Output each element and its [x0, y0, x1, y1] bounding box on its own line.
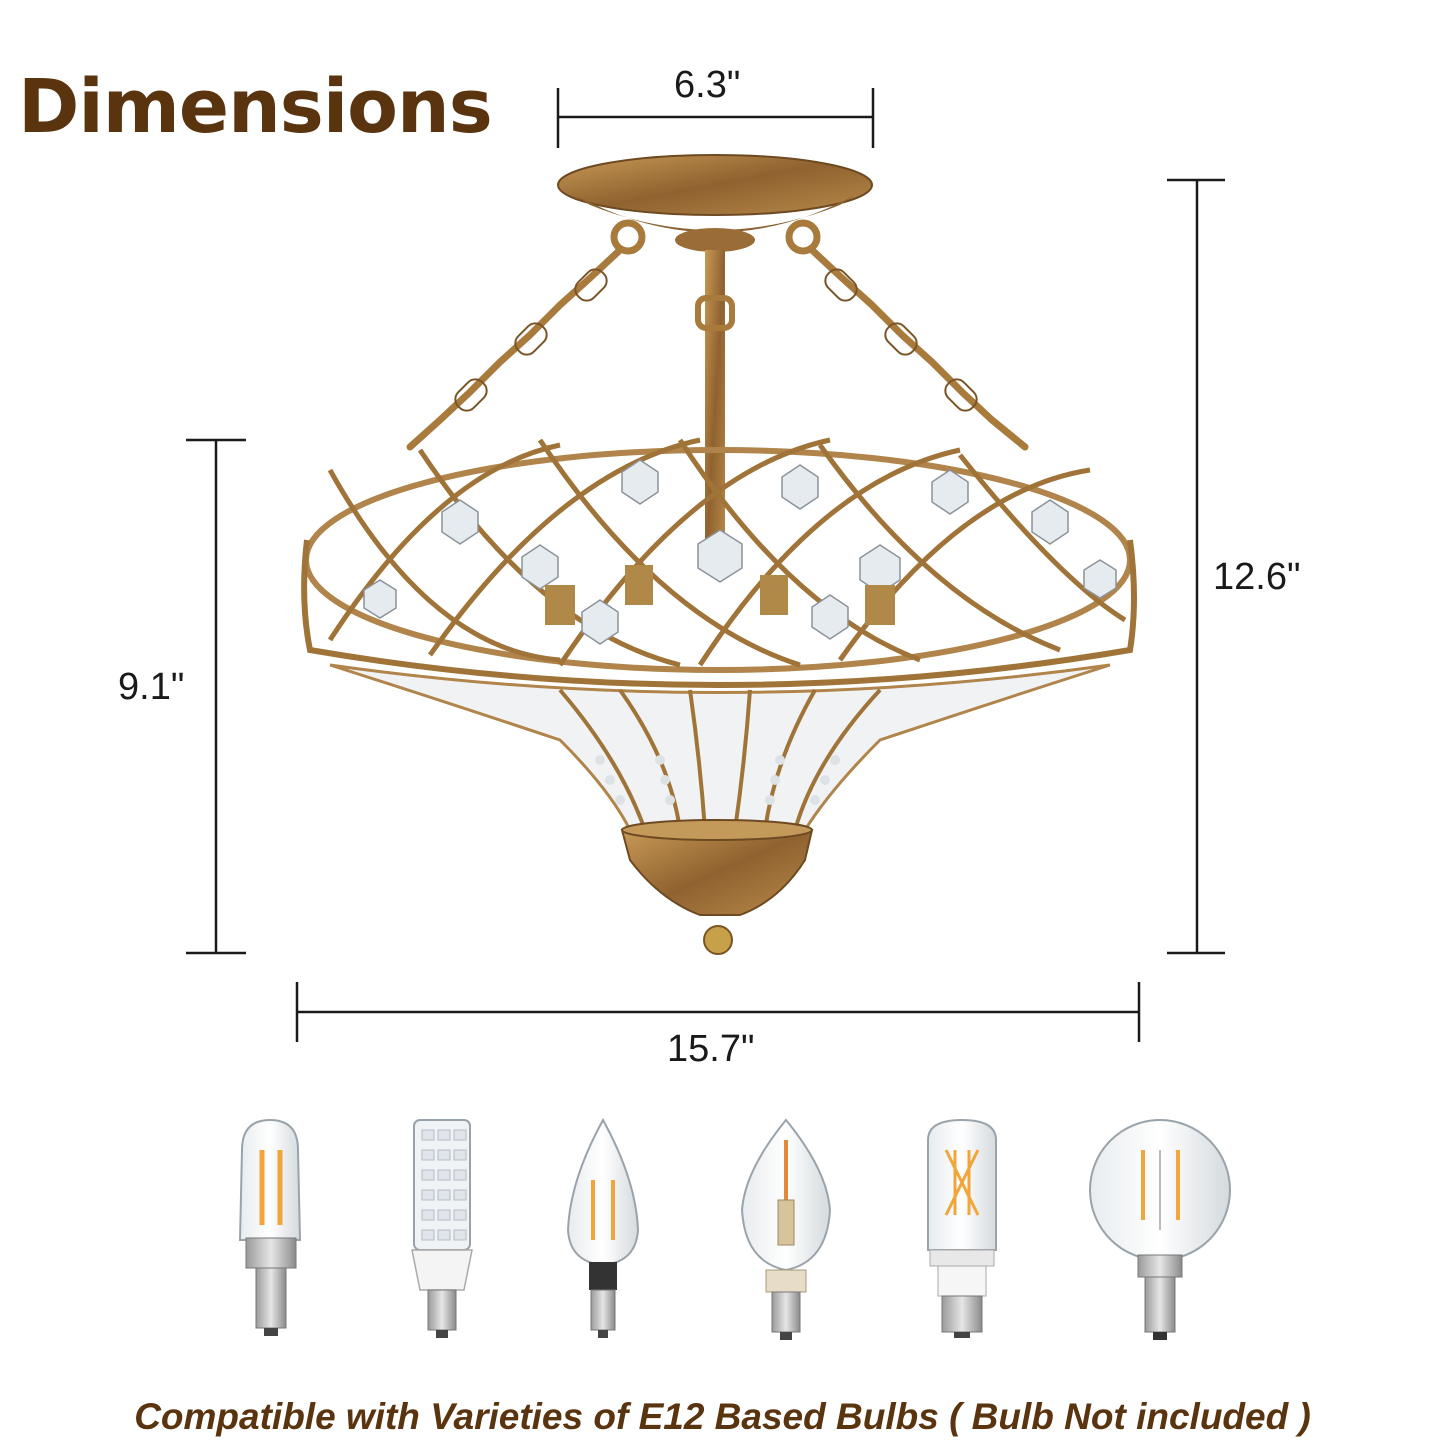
page-title: Dimensions — [18, 64, 493, 150]
compatibility-caption: Compatible with Varieties of E12 Based B… — [134, 1396, 1311, 1437]
corn-led-bulb-icon — [411, 1119, 473, 1338]
t25-tubular-bulb-icon — [927, 1118, 997, 1338]
dimension-lines — [186, 88, 1225, 1042]
candle-bulb-icon — [566, 1117, 640, 1338]
chandelier-image — [301, 154, 1137, 955]
dimension-total-width: 15.7" — [667, 1028, 755, 1070]
dimension-total-height: 12.6" — [1213, 556, 1301, 598]
bulb-row — [238, 1117, 1231, 1340]
globe-bulb-icon — [1089, 1119, 1231, 1340]
dimension-top-width: 6.3" — [674, 64, 741, 106]
dimension-body-height: 9.1" — [118, 666, 185, 708]
frosted-candle-bulb-icon — [740, 1118, 832, 1340]
t22-tubular-bulb-icon — [238, 1118, 302, 1336]
